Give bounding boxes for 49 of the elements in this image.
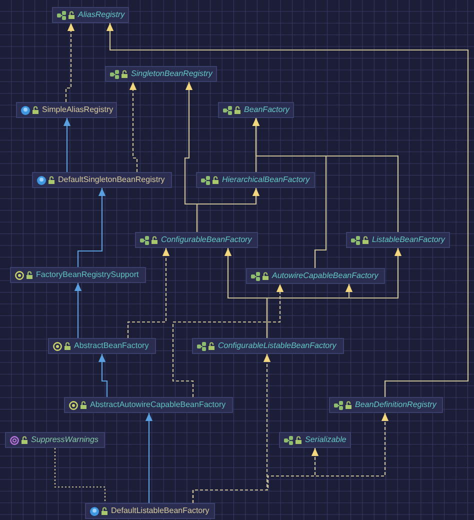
class-box xyxy=(10,267,146,283)
arrow xyxy=(74,283,82,338)
class-box xyxy=(329,397,443,413)
class-name: AbstractAutowireCapableBeanFactory xyxy=(90,400,226,410)
class-name: AbstractBeanFactory xyxy=(74,341,149,351)
arrow xyxy=(106,23,469,397)
dashed-arrow xyxy=(127,248,170,338)
class-box xyxy=(64,397,233,413)
class-box xyxy=(192,338,344,354)
class-name: DefaultSingletonBeanRegistry xyxy=(58,175,165,185)
class-box xyxy=(52,7,129,23)
class-name: SingletonBeanRegistry xyxy=(131,69,212,79)
class-name: BeanDefinitionRegistry xyxy=(355,400,436,410)
dashed-arrow xyxy=(172,284,284,397)
class-box xyxy=(5,432,105,448)
class-name: ConfigurableListableBeanFactory xyxy=(218,341,336,351)
dashed-arrow xyxy=(65,23,75,102)
class-box xyxy=(246,268,385,284)
class-box xyxy=(16,102,118,118)
dotted-line xyxy=(54,448,106,503)
class-box xyxy=(346,232,450,248)
arrow xyxy=(77,188,106,267)
arrow xyxy=(145,413,153,503)
class-name: ListableBeanFactory xyxy=(372,235,445,245)
class-name: FactoryBeanRegistrySupport xyxy=(36,270,139,280)
class-box xyxy=(85,503,215,519)
class-name: AutowireCapableBeanFactory xyxy=(272,271,378,281)
class-box xyxy=(218,102,294,118)
arrow xyxy=(98,354,108,397)
class-name: BeanFactory xyxy=(244,105,290,115)
class-box xyxy=(279,432,351,448)
dashed-arrow xyxy=(129,82,138,172)
class-box xyxy=(196,172,315,188)
arrow xyxy=(184,82,198,232)
class-name: HierarchicalBeanFactory xyxy=(222,175,310,185)
class-name: ConfigurableBeanFactory xyxy=(161,235,252,245)
class-box xyxy=(32,172,172,188)
class-name: DefaultListableBeanFactory xyxy=(111,506,210,516)
class-name: SuppressWarnings xyxy=(31,435,98,445)
class-name: Serializable xyxy=(305,435,346,445)
class-box xyxy=(135,232,258,248)
class-box xyxy=(48,338,156,354)
arrow xyxy=(63,118,71,172)
class-name: SimpleAliasRegistry xyxy=(42,105,114,115)
class-box xyxy=(105,66,217,82)
class-name: AliasRegistry xyxy=(78,10,125,20)
dashed-arrow xyxy=(192,413,389,503)
arrow xyxy=(266,248,402,338)
arrow xyxy=(252,118,327,268)
